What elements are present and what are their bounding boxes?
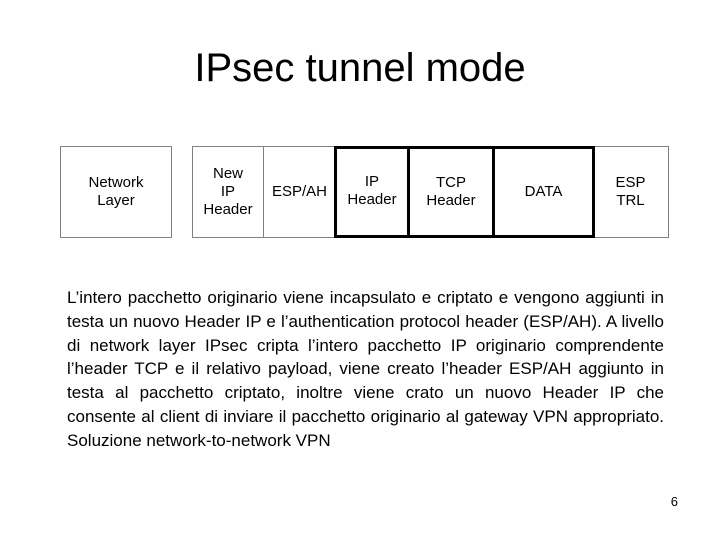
packet-field-ip-header: IP Header: [334, 146, 410, 238]
description-paragraph: L’intero pacchetto originario viene inca…: [67, 288, 664, 450]
packet-field-esp-trl: ESP TRL: [592, 146, 669, 238]
packet-field-label: DATA: [524, 183, 563, 200]
network-layer-box: Network Layer: [60, 146, 172, 238]
packet-field-label: ESP TRL: [615, 174, 646, 209]
page-number: 6: [670, 494, 678, 509]
network-layer-label: Network Layer: [88, 174, 144, 209]
slide-title: IPsec tunnel mode: [194, 46, 526, 90]
packet-field-esp-ah: ESP/AH: [263, 146, 336, 238]
packet-field-tcp-header: TCP Header: [407, 146, 495, 238]
packet-field-label: IP Header: [347, 173, 397, 208]
packet-field-label: TCP Header: [426, 174, 476, 209]
packet-field-new-ip-header: New IP Header: [192, 146, 264, 238]
packet-field-label: ESP/AH: [271, 183, 328, 200]
packet-field-data: DATA: [492, 146, 595, 238]
packet-field-label: New IP Header: [203, 165, 253, 218]
